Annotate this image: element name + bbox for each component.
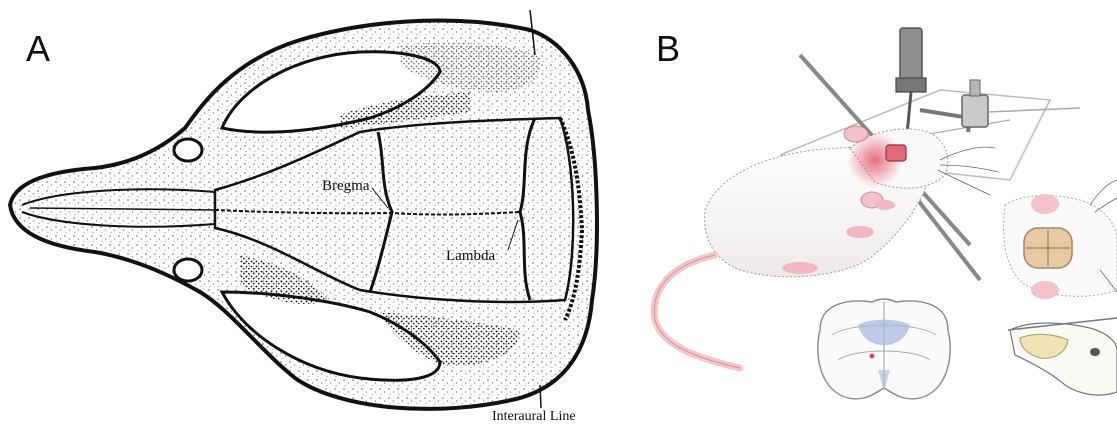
bregma-label: Bregma (322, 178, 370, 194)
panel-b-letter: B (656, 28, 680, 70)
rat-tail (654, 255, 740, 368)
manipulator-clamp (962, 95, 988, 127)
interaural-line-label: Interaural Line (492, 409, 576, 424)
drill-body (900, 28, 922, 83)
lambda-label: Lambda (446, 248, 495, 264)
craniotomy-site (886, 145, 906, 161)
skull-illustration: Bregma Lambda Interaural Line (0, 0, 610, 424)
coronal-brain-section (818, 299, 950, 399)
panel-a-letter: A (26, 28, 50, 70)
stereotaxic-illustration (610, 0, 1117, 424)
panel-a-skull-diagram: Bregma Lambda Interaural Line A (0, 0, 610, 424)
panel-b-surgery-diagram: B (610, 0, 1117, 424)
sagittal-head-view (1008, 318, 1117, 395)
